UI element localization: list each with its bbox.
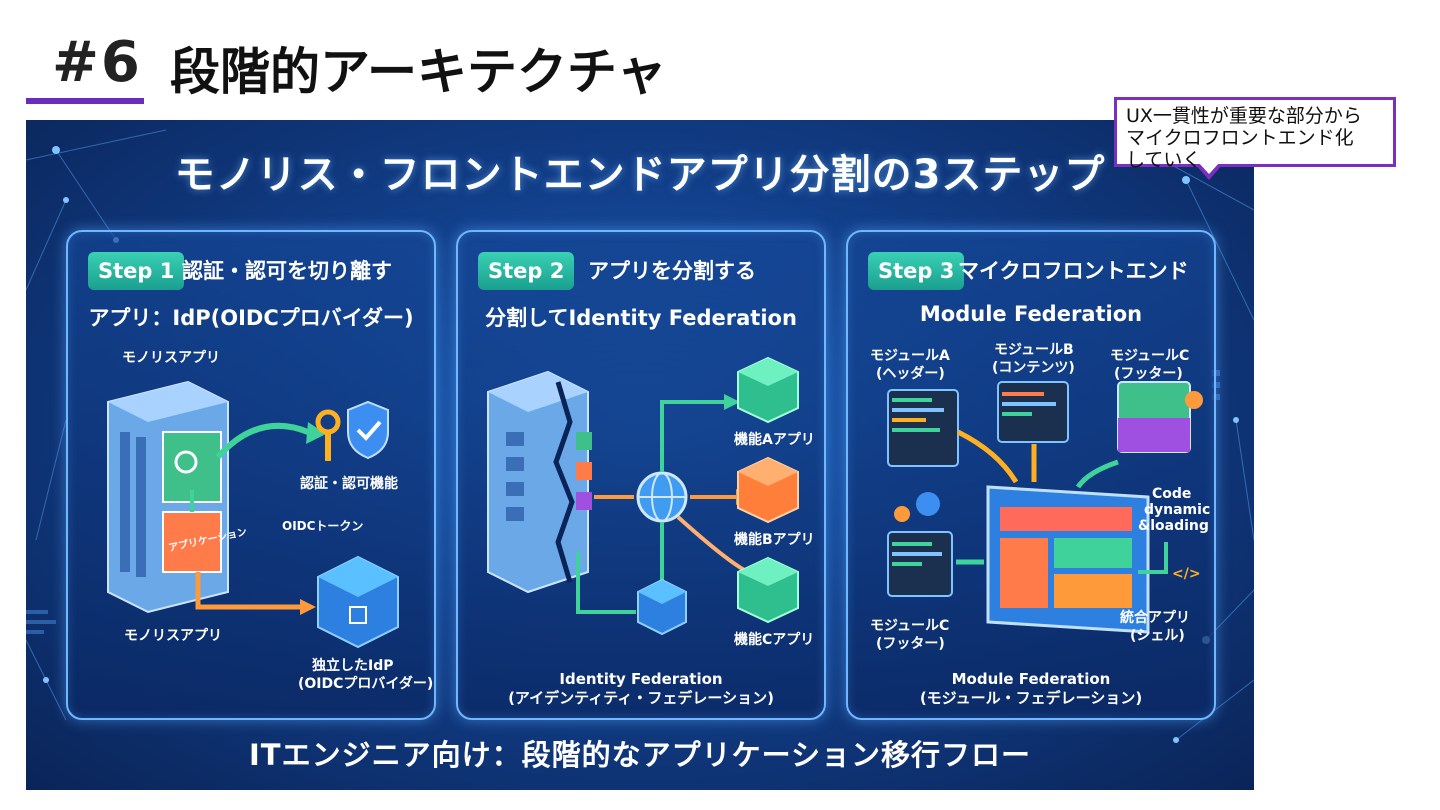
module-c-label-1: モジュールC bbox=[1110, 348, 1189, 365]
slide-title: #6 段階的アーキテクチャ bbox=[0, 0, 1100, 120]
module-a-label-1: モジュールA bbox=[870, 348, 950, 365]
code-label-3: &loading bbox=[1138, 518, 1209, 535]
step-3-panel: Step 3 マイクロフロントエンド Module Federation bbox=[846, 230, 1216, 720]
oidc-token-label: OIDCトークン bbox=[282, 518, 363, 535]
infographic-image: モノリス・フロントエンドアプリ分割の3ステップ Step 1 認証・認可を切り離… bbox=[26, 120, 1254, 790]
step-1-panel: Step 1 認証・認可を切り離す アプリ：IdP(OIDCプロバイダー) bbox=[66, 230, 436, 720]
module-c-label-2: (フッター) bbox=[1114, 366, 1183, 383]
app-b-label: 機能Bアプリ bbox=[734, 532, 815, 549]
title-underline bbox=[26, 98, 144, 104]
auth-function-label: 認証・認可機能 bbox=[300, 476, 398, 493]
monolith-app-label-top: モノリスアプリ bbox=[122, 350, 220, 367]
module-b-label-1: モジュールB bbox=[994, 342, 1074, 359]
code-tag-icon: </> bbox=[1172, 566, 1201, 583]
independent-idp-label-2: (OIDCプロバイダー) bbox=[298, 676, 433, 693]
callout-line-2: マイクロフロントエンド化 bbox=[1126, 127, 1384, 149]
infographic-heading: モノリス・フロントエンドアプリ分割の3ステップ bbox=[26, 142, 1254, 200]
callout-line-3: していく bbox=[1126, 149, 1384, 171]
step-2-footer-line-1: Identity Federation bbox=[458, 670, 824, 689]
shell-label-1: 統合アプリ bbox=[1120, 610, 1190, 627]
slide-number: #6 bbox=[52, 30, 142, 95]
callout-tail-inner bbox=[1198, 162, 1220, 174]
bottom-banner: ITエンジニア向け：段階的なアプリケーション移行フロー bbox=[26, 732, 1254, 774]
app-a-label: 機能Aアプリ bbox=[734, 432, 815, 449]
step-3-footer: Module Federation (モジュール・フェデレーション) bbox=[848, 670, 1214, 708]
module-b-label-2: (コンテンツ) bbox=[992, 360, 1075, 377]
page-title: 段階的アーキテクチャ bbox=[170, 32, 667, 104]
module-c2-label-1: モジュールC bbox=[870, 618, 949, 635]
shell-label-2: (シェル) bbox=[1130, 628, 1185, 645]
code-label-2: dynamic bbox=[1144, 502, 1210, 519]
module-a-label-2: (ヘッダー) bbox=[876, 366, 945, 383]
module-c2-label-2: (フッター) bbox=[876, 636, 945, 653]
step-3-footer-line-2: (モジュール・フェデレーション) bbox=[848, 689, 1214, 708]
step-2-footer-line-2: (アイデンティティ・フェデレーション) bbox=[458, 689, 824, 708]
step-1-illustration bbox=[68, 232, 434, 718]
monolith-app-label-bottom: モノリスアプリ bbox=[124, 628, 222, 645]
app-c-label: 機能Cアプリ bbox=[734, 632, 814, 649]
code-label-1: Code bbox=[1152, 486, 1191, 503]
callout-box: UX一貫性が重要な部分から マイクロフロントエンド化 していく bbox=[1114, 97, 1396, 167]
independent-idp-label-1: 独立したIdP bbox=[312, 658, 394, 675]
step-2-panel: Step 2 アプリを分割する 分割してIdentity Federation bbox=[456, 230, 826, 720]
step-3-footer-line-1: Module Federation bbox=[848, 670, 1214, 689]
step-2-footer: Identity Federation (アイデンティティ・フェデレーション) bbox=[458, 670, 824, 708]
callout-line-1: UX一貫性が重要な部分から bbox=[1126, 105, 1384, 127]
